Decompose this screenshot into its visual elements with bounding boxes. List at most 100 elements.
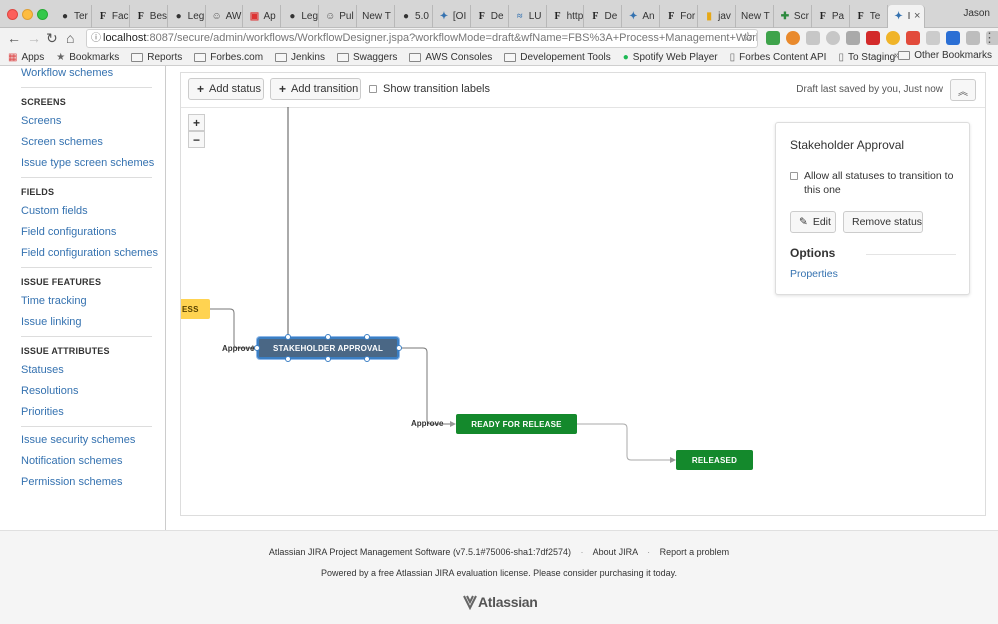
window-minimize-button[interactable] — [22, 9, 33, 20]
extension-icon[interactable] — [786, 31, 800, 45]
browser-tab[interactable]: ✚Scr — [774, 5, 812, 28]
sidebar-item-screens[interactable]: Screens — [21, 115, 62, 127]
extension-icon[interactable] — [866, 31, 880, 45]
sidebar-item-screen-schemes[interactable]: Screen schemes — [21, 136, 103, 148]
browser-tab[interactable]: ☺AW — [206, 5, 244, 28]
collapse-toolbar-button[interactable]: ︽ — [950, 79, 976, 101]
transition-edge-approve-2[interactable] — [399, 347, 456, 427]
show-transition-labels-toggle[interactable]: Show transition labels — [369, 83, 490, 95]
status-node-in-progress[interactable]: ESS — [181, 299, 210, 319]
bookmark-spotify[interactable]: ●Spotify Web Player — [623, 52, 718, 63]
extension-icon[interactable] — [926, 31, 940, 45]
browser-tab[interactable]: ✦[OI — [433, 5, 471, 28]
window-zoom-button[interactable] — [37, 9, 48, 20]
connection-handle[interactable] — [325, 334, 331, 340]
browser-tab[interactable]: ●Leg — [281, 5, 320, 28]
remove-status-button[interactable]: Remove status — [843, 211, 923, 233]
bookmark-reports[interactable]: Reports — [131, 52, 182, 63]
sidebar-item-issue-type-screen-schemes[interactable]: Issue type screen schemes — [21, 157, 155, 169]
bookmark-bookmarks[interactable]: ★Bookmarks — [56, 52, 119, 63]
allow-all-statuses-option[interactable]: Allow all statuses to transition to this… — [790, 169, 960, 197]
connection-handle[interactable] — [254, 345, 260, 351]
sidebar-item-notification-schemes[interactable]: Notification schemes — [21, 455, 123, 467]
browser-tab[interactable]: ▣Ap — [243, 5, 282, 28]
connection-handle[interactable] — [364, 356, 370, 362]
add-status-button[interactable]: +Add status — [188, 78, 264, 100]
add-transition-button[interactable]: +Add transition — [270, 78, 361, 100]
extension-icon[interactable] — [886, 31, 900, 45]
sidebar-item-permission-schemes[interactable]: Permission schemes — [21, 476, 123, 488]
transition-edge-release[interactable] — [577, 423, 676, 463]
extension-icon[interactable] — [806, 31, 820, 45]
extension-icon[interactable] — [766, 31, 780, 45]
browser-tab[interactable]: ≈LU — [509, 5, 547, 28]
bookmark-apps[interactable]: ▦Apps — [8, 52, 44, 63]
sidebar-item-field-configurations[interactable]: Field configurations — [21, 226, 117, 238]
bookmark-forbes[interactable]: Forbes.com — [194, 52, 263, 63]
extension-icon[interactable] — [906, 31, 920, 45]
transition-label-approve[interactable]: Approve — [222, 344, 255, 353]
browser-tab[interactable]: ●5.0 — [395, 5, 433, 28]
browser-tab[interactable]: ☺Pul — [319, 5, 358, 28]
browser-menu-icon[interactable]: ⋮ — [983, 30, 996, 45]
connection-handle[interactable] — [396, 345, 402, 351]
sidebar-item-workflow-schemes[interactable]: Workflow schemes — [21, 67, 114, 79]
more-bookmarks-icon[interactable]: » — [894, 50, 900, 61]
properties-link[interactable]: Properties — [790, 268, 838, 280]
connection-handle[interactable] — [364, 334, 370, 340]
back-icon[interactable]: ← — [7, 30, 21, 46]
edit-status-button[interactable]: ✎Edit — [790, 211, 836, 233]
bookmark-star-icon[interactable]: ☆ — [742, 29, 754, 44]
sidebar-item-custom-fields[interactable]: Custom fields — [21, 205, 88, 217]
browser-tab[interactable]: New T — [736, 5, 774, 28]
profile-name[interactable]: Jason — [963, 8, 990, 19]
reload-icon[interactable]: ↻ — [46, 30, 58, 46]
sidebar-item-resolutions[interactable]: Resolutions — [21, 385, 79, 397]
zoom-in-button[interactable]: + — [188, 114, 205, 131]
address-bar[interactable]: ⓘ localhost:8087/secure/admin/workflows/… — [86, 29, 758, 48]
browser-tab[interactable]: New T — [357, 5, 396, 28]
transition-edge-approve-1[interactable] — [210, 308, 258, 351]
close-icon[interactable]: × — [914, 10, 921, 22]
report-problem-link[interactable]: Report a problem — [659, 547, 730, 557]
extension-icon[interactable] — [846, 31, 860, 45]
status-node-ready-for-release[interactable]: READY FOR RELEASE — [456, 414, 577, 434]
bookmark-dev-tools[interactable]: Developement Tools — [504, 52, 611, 63]
browser-tab[interactable]: ▮jav — [698, 5, 737, 28]
bookmark-aws[interactable]: AWS Consoles — [409, 52, 492, 63]
sidebar-item-time-tracking[interactable]: Time tracking — [21, 295, 87, 307]
sidebar-item-field-configuration-schemes[interactable]: Field configuration schemes — [21, 247, 158, 259]
browser-tab[interactable]: ✦I× — [887, 5, 926, 28]
browser-tab[interactable]: ●Ter — [54, 5, 92, 28]
status-node-released[interactable]: RELEASED — [676, 450, 753, 470]
sidebar-item-priorities[interactable]: Priorities — [21, 406, 64, 418]
atlassian-logo[interactable]: Atlassian — [462, 594, 538, 610]
window-close-button[interactable] — [7, 9, 18, 20]
bookmark-swaggers[interactable]: Swaggers — [336, 52, 397, 63]
browser-tab[interactable]: ●Leg — [168, 5, 206, 28]
home-icon[interactable]: ⌂ — [66, 30, 75, 46]
forward-icon[interactable]: → — [27, 30, 41, 46]
allow-all-statuses-checkbox[interactable] — [790, 172, 798, 180]
zoom-out-button[interactable]: − — [188, 131, 205, 148]
info-icon[interactable]: ⓘ — [91, 33, 101, 44]
browser-tab[interactable]: ✦An — [622, 5, 661, 28]
sidebar-item-issue-security-schemes[interactable]: Issue security schemes — [21, 434, 136, 446]
extension-icon[interactable] — [826, 31, 840, 45]
extension-icon[interactable] — [986, 31, 998, 45]
extension-icon[interactable] — [946, 31, 960, 45]
connection-handle[interactable] — [285, 334, 291, 340]
extension-icon[interactable] — [966, 31, 980, 45]
transition-label-approve[interactable]: Approve — [411, 419, 444, 428]
bookmark-staging[interactable]: ▯To Staging — [838, 52, 895, 63]
bookmark-forbes-api[interactable]: ▯Forbes Content API — [730, 52, 827, 63]
about-jira-link[interactable]: About JIRA — [592, 547, 638, 557]
